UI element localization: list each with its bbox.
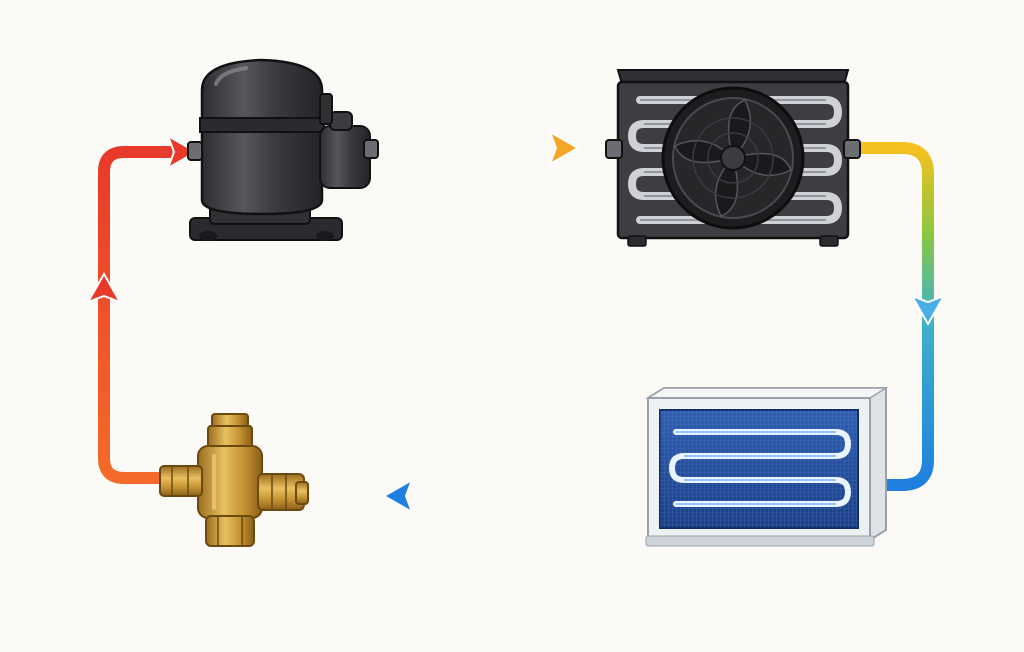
pipe-return-line xyxy=(98,146,198,484)
arrow-down-icon xyxy=(909,294,947,327)
evaporator-coil-icon xyxy=(645,387,889,547)
condenser-fan-icon xyxy=(605,69,861,247)
flow-arrows xyxy=(85,129,947,515)
arrow-right-icon xyxy=(548,129,581,167)
arrow-right-icon xyxy=(166,133,199,171)
compressor-icon xyxy=(187,58,379,241)
brass-valve-icon xyxy=(159,413,309,547)
arrow-left-icon xyxy=(381,477,414,515)
arrow-up-icon xyxy=(85,271,123,304)
